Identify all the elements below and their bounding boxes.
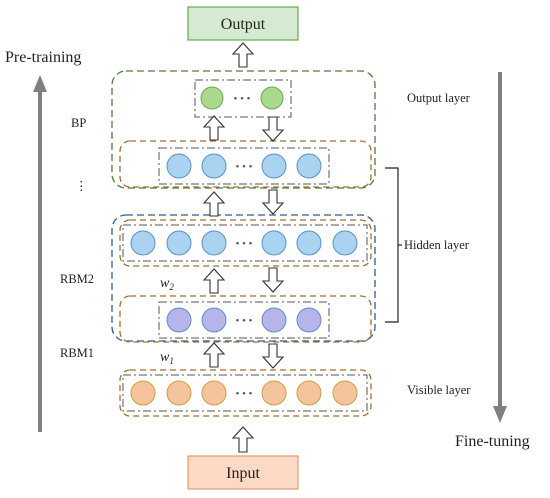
hidden-node — [166, 307, 192, 333]
layer-top-hidden-box — [119, 140, 372, 188]
layer-low-hidden-box — [119, 295, 372, 343]
up-arrow — [202, 268, 226, 294]
low-hidden-dots: • • • — [235, 315, 252, 327]
low-hidden-nodes: • • • — [166, 307, 322, 333]
output-layer-label: Output layer — [407, 91, 471, 105]
layer-mid-hidden-box — [119, 219, 372, 267]
rbm1-label: RBM1 — [60, 346, 94, 360]
up-arrow — [202, 115, 226, 141]
down-arrow — [261, 267, 285, 293]
visible-node — [166, 380, 192, 406]
mid-hidden-dots: • • • — [235, 238, 252, 250]
visible-layer-label: Visible layer — [407, 383, 471, 397]
w2-label: w2 — [160, 276, 174, 292]
visible-node — [201, 380, 227, 406]
hidden-node — [332, 230, 358, 256]
visible-node — [130, 380, 156, 406]
finetuning-label: Fine-tuning — [455, 433, 530, 450]
output-node — [200, 86, 224, 110]
low-hidden-nodes-frame — [158, 301, 330, 339]
finetuning-arrow — [493, 72, 507, 423]
output-box: Output — [187, 6, 299, 41]
output-nodes-frame — [194, 79, 292, 118]
hidden-layer-bracket — [385, 167, 402, 323]
up-arrow — [202, 191, 226, 217]
w1-label: w1 — [160, 350, 174, 366]
visible-nodes-frame — [122, 374, 368, 412]
top-hidden-dots: • • • — [235, 161, 252, 173]
mid-hidden-nodes: • • • — [130, 230, 358, 256]
visible-node — [296, 380, 322, 406]
hidden-node — [166, 230, 192, 256]
hidden-node — [201, 153, 227, 179]
mid-hidden-nodes-frame — [122, 224, 368, 262]
hidden-node — [296, 153, 322, 179]
bp-group-box — [111, 70, 376, 189]
down-arrow — [261, 189, 285, 215]
hidden-node — [261, 153, 287, 179]
pretraining-arrow — [33, 75, 47, 432]
input-label: Input — [226, 465, 260, 482]
up-arrow — [231, 426, 255, 453]
rbm2-label: RBM2 — [60, 272, 94, 286]
ellipsis-label: ⋮ — [75, 179, 88, 193]
up-arrow — [202, 342, 226, 368]
down-arrow — [261, 343, 285, 369]
hidden-node — [296, 230, 322, 256]
hidden-node — [261, 230, 287, 256]
rbm2-group-box — [111, 214, 376, 342]
output-dots: • • • — [233, 93, 250, 105]
visible-node — [261, 380, 287, 406]
hidden-node — [166, 153, 192, 179]
hidden-node — [261, 307, 287, 333]
visible-nodes: • • • — [130, 380, 358, 406]
output-node — [260, 86, 284, 110]
hidden-node — [130, 230, 156, 256]
hidden-node — [201, 230, 227, 256]
top-hidden-nodes-frame — [158, 147, 330, 185]
hidden-node — [296, 307, 322, 333]
top-hidden-nodes: • • • — [166, 153, 322, 179]
layer-visible-box — [119, 369, 372, 417]
output-nodes: • • • — [200, 86, 284, 110]
hidden-layer-label: Hidden layer — [404, 238, 470, 252]
up-arrow — [231, 42, 255, 68]
pretraining-label: Pre-training — [5, 49, 81, 66]
visible-dots: • • • — [235, 388, 252, 400]
visible-node — [332, 380, 358, 406]
bp-label: BP — [71, 116, 86, 130]
down-arrow — [261, 116, 285, 142]
input-box: Input — [187, 455, 299, 490]
output-label: Output — [221, 16, 266, 33]
hidden-node — [201, 307, 227, 333]
